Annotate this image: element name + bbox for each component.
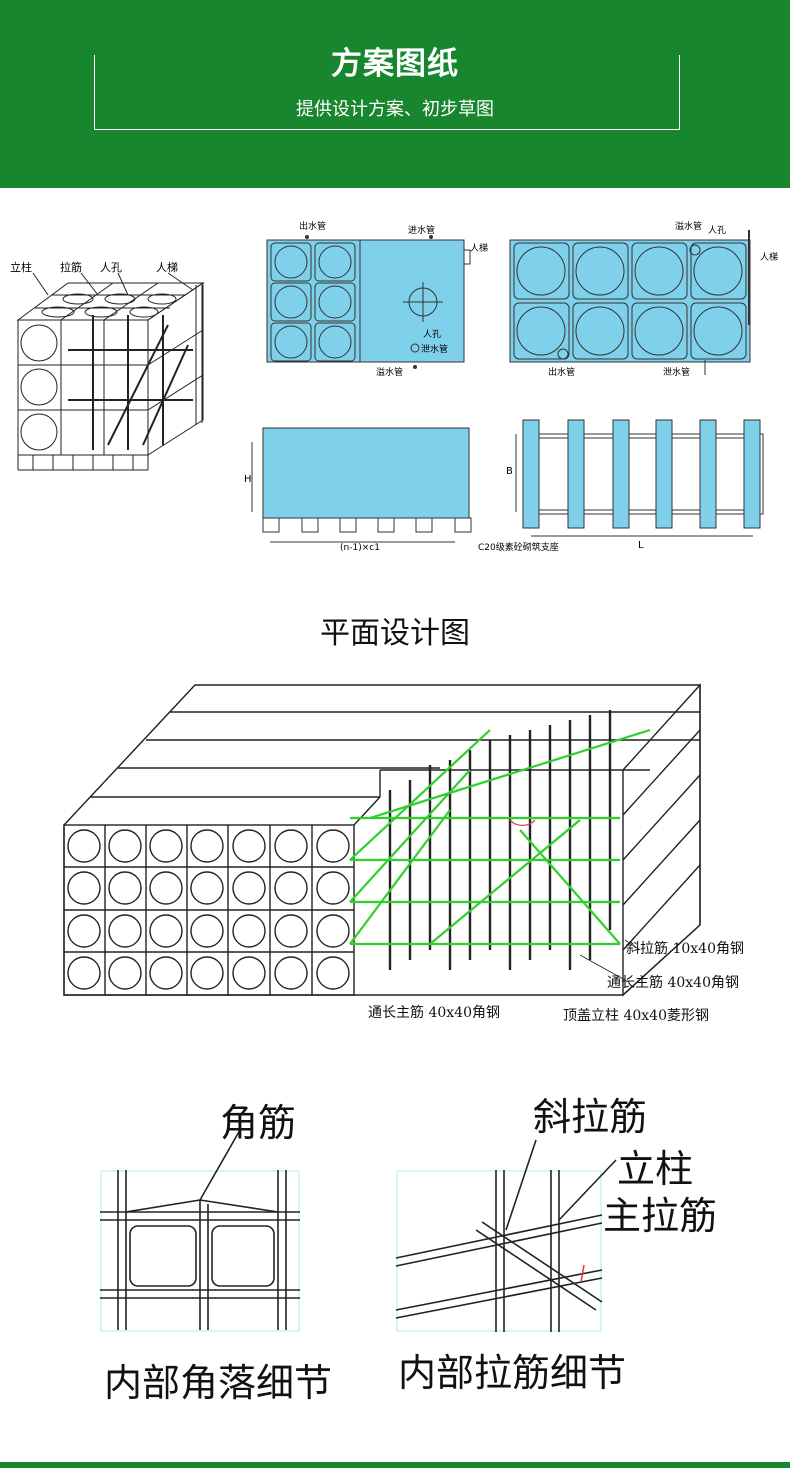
- panel-porthole: [274, 829, 308, 863]
- panel-porthole: [67, 829, 101, 863]
- panel-porthole: [232, 914, 266, 948]
- iso-label-post: 立柱: [10, 260, 32, 274]
- panel-porthole: [232, 871, 266, 905]
- topview-l-label: L: [638, 540, 644, 551]
- topview-b-label: B: [506, 466, 513, 477]
- elev-dim-label: (n-1)×c1: [340, 543, 380, 553]
- support-top-view: B L: [506, 419, 764, 551]
- elevation-view: H (n-1)×c1 C20级素砼砌筑支座: [244, 427, 559, 553]
- plan-view-2: 溢水管 人孔 人梯 出水管 泄水管: [509, 220, 778, 378]
- plan1-manhole-label: 人孔: [423, 329, 441, 340]
- corner-bar-label: 角筋: [220, 1101, 297, 1145]
- panel-porthole: [67, 914, 101, 948]
- plan-design-title: 平面设计图: [320, 616, 470, 651]
- panel-porthole: [316, 914, 350, 948]
- panel-porthole: [274, 914, 308, 948]
- panel-porthole: [232, 829, 266, 863]
- plan1-inlet-label: 进水管: [408, 224, 435, 236]
- callout-main-brace-left: 通长主筋 40x40角钢: [368, 1005, 500, 1021]
- tank-interior-isometric: [63, 683, 701, 997]
- panel-porthole: [149, 871, 183, 905]
- brace-detail-drawing: [395, 1139, 617, 1332]
- iso-label-manhole: 人孔: [100, 261, 122, 274]
- plan1-overflow-label: 溢水管: [376, 366, 403, 378]
- bottom-divider: [0, 1462, 790, 1468]
- plan1-drain-label: 泄水管: [421, 343, 448, 355]
- panel-porthole: [149, 956, 183, 990]
- plan1-outlet-label: 出水管: [299, 220, 326, 232]
- panel-porthole: [316, 829, 350, 863]
- panel-porthole: [190, 829, 224, 863]
- panel-porthole: [316, 871, 350, 905]
- header-banner: 方案图纸 提供设计方案、初步草图: [0, 0, 790, 188]
- callout-top-post: 顶盖立柱 40x40菱形钢: [563, 1008, 709, 1024]
- panel-porthole: [108, 914, 142, 948]
- panel-porthole: [149, 914, 183, 948]
- corner-detail-caption: 内部角落细节: [104, 1361, 333, 1405]
- plan2-ladder-label: 人梯: [760, 251, 778, 263]
- plan2-overflow-label: 溢水管: [675, 220, 702, 232]
- panel-porthole: [67, 956, 101, 990]
- panel-porthole: [316, 956, 350, 990]
- elev-h-label: H: [244, 474, 252, 485]
- panel-porthole: [232, 956, 266, 990]
- plan-view-1: 出水管 进水管 人梯 人孔 泄水管 溢水管: [266, 220, 488, 378]
- plan2-outlet-label: 出水管: [548, 366, 575, 378]
- iso-label-brace: 拉筋: [60, 260, 82, 274]
- green-bracing: [349, 728, 651, 946]
- panel-porthole: [190, 956, 224, 990]
- plan2-manhole-label: 人孔: [708, 225, 726, 236]
- iso-tank-sketch: 立柱 拉筋 人孔 人梯: [10, 260, 205, 471]
- panel-porthole: [274, 956, 308, 990]
- panel-porthole: [274, 871, 308, 905]
- iso-label-ladder: 人梯: [156, 261, 178, 274]
- panel-porthole: [108, 871, 142, 905]
- callout-main-brace-right: 通长主筋 40x40角钢: [607, 975, 739, 991]
- post-label: 立柱: [617, 1147, 694, 1191]
- corner-detail-drawing: [100, 1129, 300, 1332]
- elev-base-label: C20级素砼砌筑支座: [478, 541, 559, 553]
- panel-porthole: [149, 829, 183, 863]
- callout-diagonal-brace: 斜拉筋 10x40角钢: [626, 941, 744, 957]
- panel-porthole: [108, 956, 142, 990]
- panel-porthole: [190, 914, 224, 948]
- main-brace-label: 主拉筋: [603, 1194, 718, 1238]
- plan1-ladder-label: 人梯: [470, 242, 488, 254]
- panel-porthole: [67, 871, 101, 905]
- front-panels: [63, 824, 355, 996]
- header-frame: [94, 55, 680, 130]
- header-title: 方案图纸: [331, 46, 459, 82]
- panel-porthole: [190, 871, 224, 905]
- plan2-drain-label: 泄水管: [663, 366, 690, 378]
- panel-porthole: [108, 829, 142, 863]
- header-subtitle: 提供设计方案、初步草图: [296, 99, 494, 120]
- diagonal-brace-label: 斜拉筋: [533, 1095, 648, 1139]
- brace-detail-caption: 内部拉筋细节: [398, 1351, 627, 1395]
